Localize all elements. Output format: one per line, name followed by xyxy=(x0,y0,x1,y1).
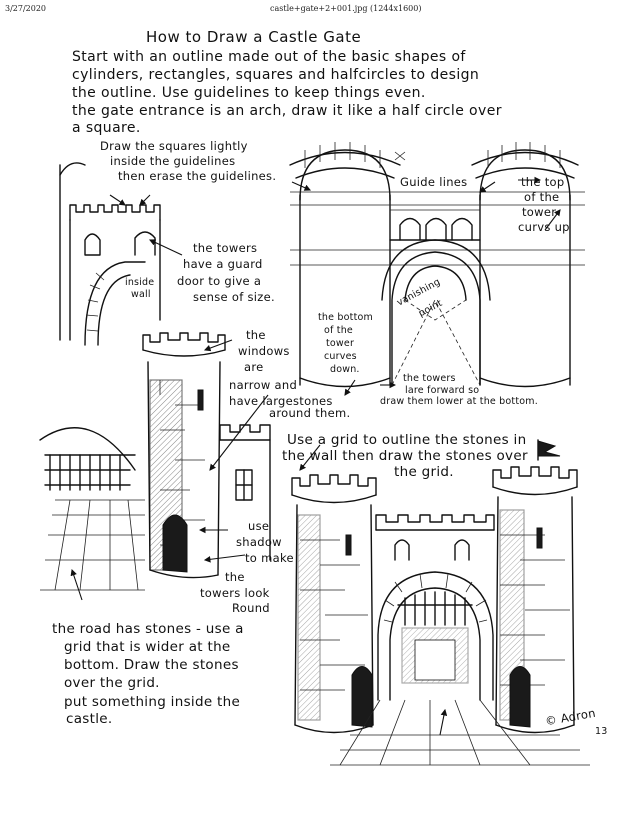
note-line: use xyxy=(248,519,270,533)
intro-line: the outline. Use guidelines to keep thin… xyxy=(72,85,426,101)
note-guide-lines: Guide lines xyxy=(400,175,468,189)
note-line: sense of size. xyxy=(193,290,275,304)
note-line: Round xyxy=(232,601,270,615)
note-line: the xyxy=(246,328,266,342)
note-line: shadow xyxy=(236,535,282,549)
note-line: draw them lower at the bottom. xyxy=(380,396,538,407)
note-line: tower xyxy=(326,338,355,349)
note-line: curvs up xyxy=(518,220,570,234)
note-line: the road has stones - use a xyxy=(52,621,244,637)
note-line: inside the guidelines xyxy=(110,154,236,168)
note-line: narrow and xyxy=(229,378,298,392)
annotation-arrows xyxy=(70,176,561,736)
note-line: of the xyxy=(524,190,560,204)
note-line: down. xyxy=(330,364,360,375)
note-line: over the grid. xyxy=(64,675,160,691)
intro-line: the gate entrance is an arch, draw it li… xyxy=(72,103,502,119)
note-line: around them. xyxy=(269,406,351,420)
note-line: bottom. Draw the stones xyxy=(64,657,239,673)
note-line: the xyxy=(225,570,245,584)
note-line: put something inside the xyxy=(64,694,241,710)
note-line: have a guard xyxy=(183,257,263,271)
print-date: 3/27/2020 xyxy=(5,4,47,13)
note-line: then erase the guidelines. xyxy=(118,169,277,183)
note-line: curves xyxy=(324,351,357,362)
note-line: Use a grid to outline the stones in xyxy=(287,432,527,448)
note-line: the bottom xyxy=(318,312,373,323)
note-line: the towers xyxy=(403,373,456,384)
note-line: lare forward so xyxy=(405,385,480,396)
note-line: windows xyxy=(238,344,290,358)
intro-line: cylinders, rectangles, squares and halfc… xyxy=(72,67,480,83)
castle-gate-tower-sketch-icon xyxy=(39,162,271,591)
note-line: wall xyxy=(131,289,151,300)
note-line: Draw the squares lightly xyxy=(100,139,248,153)
note-line: door to give a xyxy=(177,274,262,288)
note-line: are xyxy=(244,360,264,374)
signature-year: 13 xyxy=(595,726,608,737)
note-line: tower xyxy=(522,205,557,219)
note-line: to make xyxy=(245,551,294,565)
note-line: the wall then draw the stones over xyxy=(282,448,528,464)
note-line: the towers xyxy=(193,241,258,255)
flag-icon xyxy=(537,440,561,457)
finished-castle-gate-icon xyxy=(291,439,590,766)
note-line: have largestones xyxy=(229,394,333,408)
note-line: castle. xyxy=(66,711,113,727)
intro-line: Start with an outline made out of the ba… xyxy=(72,49,466,65)
note-line: inside xyxy=(125,277,155,288)
castle-outline-drawing-icon xyxy=(289,142,585,388)
note-line: of the xyxy=(324,325,353,336)
page-title: How to Draw a Castle Gate xyxy=(146,28,362,46)
note-line: towers look xyxy=(200,586,270,600)
note-line: the top xyxy=(521,175,565,189)
intro-line: a square. xyxy=(72,120,141,136)
print-filename: castle+gate+2+001.jpg (1244x1600) xyxy=(270,4,422,13)
note-line: the grid. xyxy=(394,464,454,480)
note-line: grid that is wider at the xyxy=(64,639,231,655)
